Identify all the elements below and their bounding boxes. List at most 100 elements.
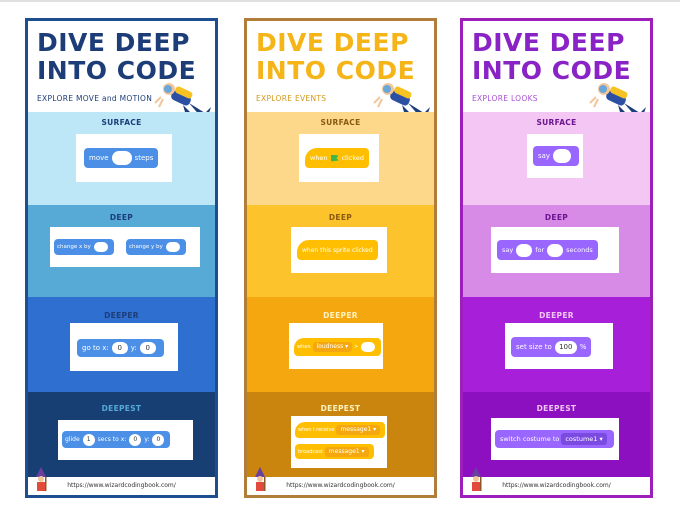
surface-band: SURFACE when clicked [247,112,434,205]
level-label: DEEPEST [101,404,142,413]
x-value[interactable]: 0 [111,342,128,354]
level-label: DEEP [544,213,569,222]
block-text: > [354,344,359,350]
level-label: SURFACE [320,118,361,127]
glide-block[interactable]: glide 1 secs to x: 0 y: 0 [62,431,171,448]
website-link[interactable]: https://www.wizardcodingbook.com/ [286,482,395,489]
surface-band: SURFACE move steps [28,112,215,205]
wizard-icon [255,467,266,491]
x-value[interactable]: 0 [129,433,142,446]
bookmark-events: DIVE DEEP INTO CODE EXPLORE EVENTS SURFA… [244,18,437,498]
block-panel: set size to 100 % [505,323,613,369]
card-subtitle: EXPLORE MOVE and MOTION [37,94,153,103]
block-text: glide [65,436,80,443]
block-text: y: [144,436,150,443]
say-block[interactable]: say [533,146,580,166]
block-panel: say [527,134,583,178]
block-panel: go to x: 0 y: 0 [70,323,178,371]
broadcast-block[interactable]: broadcast message1 ▾ [295,444,374,459]
when-loudness-block[interactable]: when loudness ▾ > [294,338,382,356]
block-panel: change x by change y by [50,227,200,267]
block-text: when [297,344,311,350]
input-oval[interactable] [516,243,533,257]
block-text: say [502,246,514,254]
input-oval[interactable] [547,243,564,257]
block-text: switch costume to [500,435,560,443]
deeper-band: DEEPER go to x: 0 y: 0 [28,297,215,392]
card-subtitle: EXPLORE EVENTS [256,94,327,103]
card-footer: https://www.wizardcodingbook.com/ [463,477,650,495]
block-text: secs to x: [97,436,127,443]
deep-band: DEEP say for seconds [463,205,650,297]
block-text: seconds [566,246,593,254]
block-text: for [535,246,545,254]
card-footer: https://www.wizardcodingbook.com/ [247,477,434,495]
y-value[interactable]: 0 [152,433,165,446]
set-size-block[interactable]: set size to 100 % [511,337,592,357]
level-label: DEEPEST [536,404,577,413]
block-text: when I receive [298,427,335,433]
title-line-1: DIVE DEEP [37,28,190,57]
block-text: change x by [57,244,91,250]
card-footer: https://www.wizardcodingbook.com/ [28,477,215,495]
y-value[interactable]: 0 [139,342,156,354]
card-title: DIVE DEEP INTO CODE [256,29,415,85]
wizard-icon [36,467,47,491]
block-text: move [89,154,109,162]
message-dropdown[interactable]: message1 ▾ [336,425,381,435]
block-text: change y by [129,244,163,250]
secs-value[interactable]: 1 [82,433,95,446]
say-for-seconds-block[interactable]: say for seconds [497,240,598,260]
when-i-receive-block[interactable]: when I receive message1 ▾ [295,422,386,438]
bookmark-looks: DIVE DEEP INTO CODE EXPLORE LOOKS SURFAC… [460,18,653,498]
website-link[interactable]: https://www.wizardcodingbook.com/ [502,482,611,489]
input-oval[interactable] [361,342,376,352]
deeper-band: DEEPER set size to 100 % [463,297,650,392]
deep-band: DEEP when this sprite clicked [247,205,434,297]
input-oval[interactable] [93,242,108,252]
block-panel: switch costume to costume1 ▾ [491,418,619,460]
size-value[interactable]: 100 [554,340,577,354]
level-label: SURFACE [101,118,142,127]
deep-band: DEEP change x by change y by [28,205,215,297]
block-text: when this sprite clicked [302,246,373,254]
block-panel: when I receive message1 ▾ broadcast mess… [291,416,387,468]
title-line-2: INTO CODE [37,56,197,85]
top-divider [0,0,680,2]
block-panel: when this sprite clicked [291,227,387,273]
when-sprite-clicked-block[interactable]: when this sprite clicked [297,240,378,260]
costume-dropdown[interactable]: costume1 ▾ [561,433,607,445]
change-x-block[interactable]: change x by [54,239,114,255]
move-steps-block[interactable]: move steps [84,148,159,168]
block-text: steps [134,154,154,162]
block-text: % [579,343,587,351]
when-flag-clicked-block[interactable]: when clicked [305,148,369,168]
block-text: broadcast [298,448,323,455]
message-dropdown[interactable]: message1 ▾ [324,446,369,457]
input-oval[interactable] [165,242,180,252]
loudness-dropdown[interactable]: loudness ▾ [312,342,353,352]
input-oval[interactable] [111,151,132,165]
deeper-band: DEEPER when loudness ▾ > [247,297,434,392]
level-label: DEEPER [323,311,358,320]
input-oval[interactable] [553,149,572,163]
switch-costume-block[interactable]: switch costume to costume1 ▾ [495,430,614,448]
level-label: DEEPER [104,311,139,320]
website-link[interactable]: https://www.wizardcodingbook.com/ [67,482,176,489]
green-flag-icon [330,154,339,162]
block-panel: when clicked [299,134,379,182]
level-label: DEEP [328,213,353,222]
level-label: DEEP [109,213,134,222]
title-line-1: DIVE DEEP [256,28,409,57]
level-label: SURFACE [536,118,577,127]
surface-band: SURFACE say [463,112,650,205]
wizard-icon [471,467,482,491]
block-panel: glide 1 secs to x: 0 y: 0 [58,420,193,460]
title-line-1: DIVE DEEP [472,28,625,57]
block-text: when [310,154,328,162]
block-text: say [538,152,551,160]
block-text: set size to [516,343,552,351]
change-y-block[interactable]: change y by [126,239,186,255]
go-to-xy-block[interactable]: go to x: 0 y: 0 [77,339,164,357]
bookmark-motion: DIVE DEEP INTO CODE EXPLORE MOVE and MOT… [25,18,218,498]
